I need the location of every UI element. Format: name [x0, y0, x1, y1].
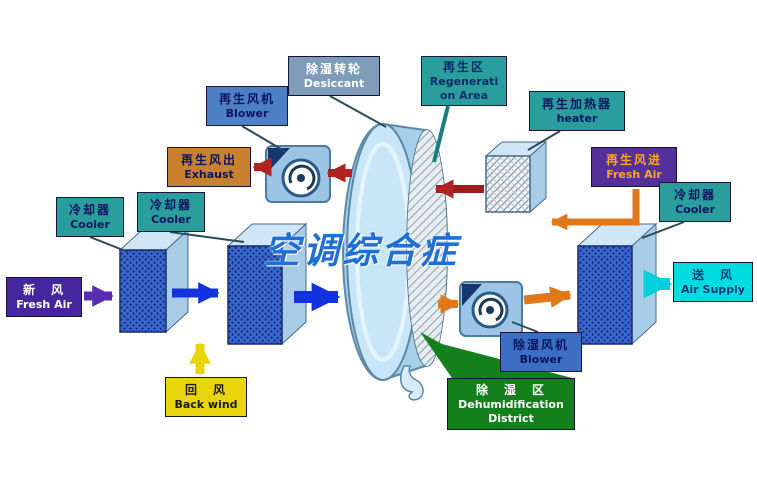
label-desiccant-wheel: 除湿转轮 Desiccant: [288, 56, 380, 96]
label-dehumid-district: 除 湿 区 Dehumidification District: [447, 378, 575, 430]
label-regen-fresh-air-zh: 再生风进: [605, 152, 662, 167]
label-cooler-left-outer-zh: 冷却器: [68, 202, 111, 217]
cooler-unit-right: [576, 222, 658, 346]
regen-heater-unit: [484, 140, 548, 214]
label-dehumid-blower: 除湿风机 Blower: [500, 332, 582, 372]
watermark-text: 空调综合症: [264, 231, 460, 272]
label-air-supply: 送 风 Air Supply: [673, 262, 753, 302]
label-regen-fresh-air-en: Fresh Air: [606, 167, 662, 181]
label-regen-exhaust-en: Exhaust: [184, 167, 234, 181]
label-back-wind-en: Back wind: [174, 397, 238, 411]
callout-line-cooler-right: [641, 221, 685, 239]
label-regen-blower-en: Blower: [225, 106, 269, 120]
label-regen-exhaust: 再生风出 Exhaust: [167, 147, 251, 187]
label-cooler-right-zh: 冷却器: [673, 187, 716, 202]
callout-line-dehumid-blower: [511, 321, 539, 333]
label-regeneration-area-zh: 再生区: [442, 59, 485, 74]
label-air-supply-en: Air Supply: [681, 282, 745, 296]
label-regeneration-area: 再生区 Regenerati on Area: [421, 56, 507, 106]
label-fresh-air-inlet-en: Fresh Air: [16, 297, 72, 311]
dehumid-district-callout-wedge: [420, 332, 572, 378]
label-regen-blower-zh: 再生风机: [218, 91, 275, 106]
callout-line-cooler-left: [89, 236, 129, 253]
cooler-unit-left: [118, 228, 190, 334]
label-regeneration-area-en2: on Area: [439, 88, 489, 102]
regen-fresh-air-intake-path: [550, 189, 640, 231]
callout-line-regen-blower: [241, 125, 287, 153]
callout-line-cooler-middle: [169, 231, 245, 243]
callout-line-regeneration-area: [432, 105, 450, 163]
label-cooler-left-inner-zh: 冷却器: [149, 197, 192, 212]
label-regen-heater-en: heater: [556, 111, 598, 125]
label-regen-fresh-air: 再生风进 Fresh Air: [591, 147, 677, 187]
label-dehumid-blower-en: Blower: [519, 352, 563, 366]
label-cooler-left-outer: 冷却器 Cooler: [56, 197, 124, 237]
label-back-wind-zh: 回 风: [184, 382, 227, 397]
label-regen-exhaust-zh: 再生风出: [180, 152, 237, 167]
label-fresh-air-inlet: 新 风 Fresh Air: [6, 277, 82, 317]
label-cooler-right: 冷却器 Cooler: [659, 182, 731, 222]
label-regen-heater-zh: 再生加热器: [541, 96, 612, 111]
label-dehumid-district-en1: Dehumidification: [458, 397, 564, 411]
label-desiccant-zh: 除湿转轮: [305, 61, 362, 76]
label-cooler-left-outer-en: Cooler: [70, 217, 110, 231]
cooler-unit-middle: [226, 222, 308, 346]
label-regen-blower: 再生风机 Blower: [206, 86, 288, 126]
label-regeneration-area-en1: Regenerati: [429, 74, 499, 88]
label-dehumid-blower-zh: 除湿风机: [512, 337, 569, 352]
label-regen-heater: 再生加热器 heater: [529, 91, 625, 131]
label-desiccant-en: Desiccant: [303, 76, 365, 90]
dehumid-blower-fan: [459, 281, 523, 337]
label-fresh-air-inlet-zh: 新 风: [22, 282, 65, 297]
label-back-wind: 回 风 Back wind: [165, 377, 247, 417]
dried-air-arrow-2: [523, 286, 572, 308]
label-cooler-left-inner-en: Cooler: [151, 212, 191, 226]
label-air-supply-zh: 送 风: [691, 267, 734, 282]
label-cooler-left-inner: 冷却器 Cooler: [137, 192, 205, 232]
label-cooler-right-en: Cooler: [675, 202, 715, 216]
label-dehumid-district-en2: District: [488, 411, 534, 425]
desiccant-wheel: [342, 122, 448, 401]
callout-line-heater: [527, 130, 561, 151]
callout-line-desiccant: [329, 95, 387, 128]
regen-blower-fan: [265, 145, 331, 203]
wheel-seal-tab: [399, 365, 424, 401]
label-dehumid-district-zh: 除 湿 区: [475, 382, 546, 397]
